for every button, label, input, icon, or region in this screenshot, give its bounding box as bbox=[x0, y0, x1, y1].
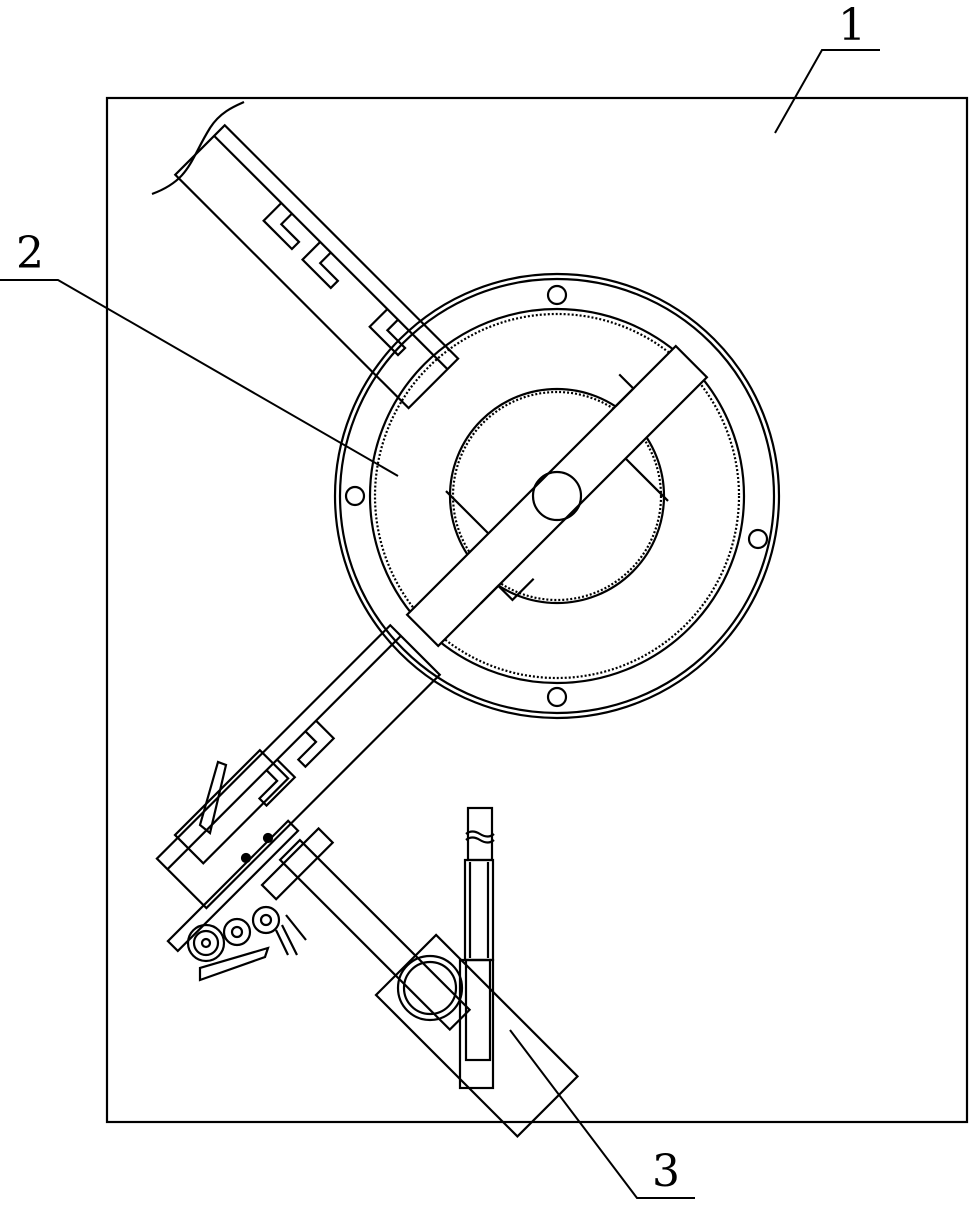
label-3: 3 bbox=[652, 1150, 680, 1194]
gripper-assembly bbox=[118, 750, 319, 980]
bolt-hole bbox=[548, 286, 566, 304]
feeder-unit bbox=[262, 808, 578, 1136]
upper-arm bbox=[175, 125, 458, 408]
label-2: 2 bbox=[16, 232, 44, 276]
bolt-hole bbox=[548, 688, 566, 706]
arm-end-curve bbox=[152, 102, 244, 194]
label-1: 1 bbox=[838, 4, 866, 48]
turntable bbox=[335, 274, 779, 718]
bolt-hole bbox=[346, 487, 364, 505]
bolt-hole bbox=[749, 530, 767, 548]
lower-arm bbox=[157, 625, 440, 908]
